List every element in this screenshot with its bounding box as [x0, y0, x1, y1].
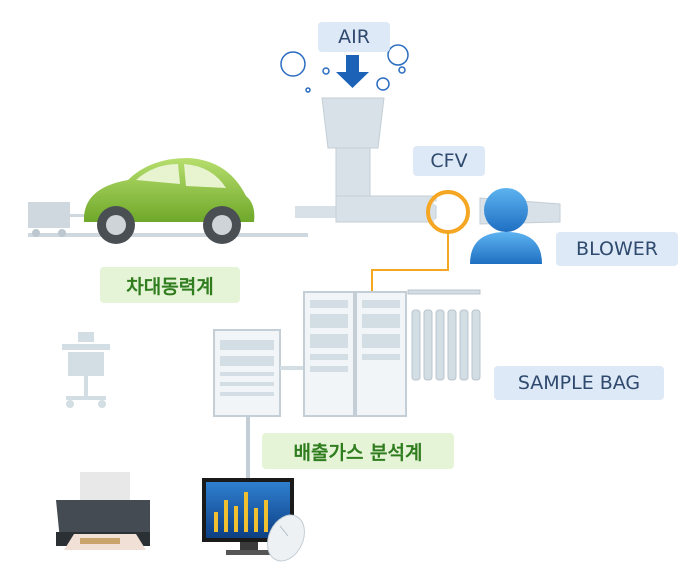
air-label: AIR — [318, 22, 390, 52]
dyno-rail — [28, 206, 340, 237]
analyzer-racks — [213, 291, 407, 482]
air-bubbles-icon — [280, 44, 409, 93]
dynamometer-label: 차대동력계 — [100, 267, 240, 303]
sample-bag-label: SAMPLE BAG — [494, 366, 664, 400]
exhaust-analyzer-label: 배출가스 분석계 — [262, 433, 454, 469]
down-arrow-icon — [336, 55, 369, 88]
trailer-icon — [28, 202, 96, 237]
sample-bags — [407, 289, 481, 381]
sensor-stand-icon — [62, 332, 110, 408]
car-icon — [83, 158, 255, 244]
cfv-valve-icon — [371, 190, 470, 292]
monitor-icon — [202, 478, 294, 555]
cfv-label: CFV — [413, 146, 485, 176]
mouse-icon — [267, 514, 305, 562]
air-intake-duct — [321, 97, 561, 225]
printer-icon — [56, 472, 150, 550]
person-icon — [470, 188, 542, 264]
blower-label: BLOWER — [556, 232, 678, 266]
